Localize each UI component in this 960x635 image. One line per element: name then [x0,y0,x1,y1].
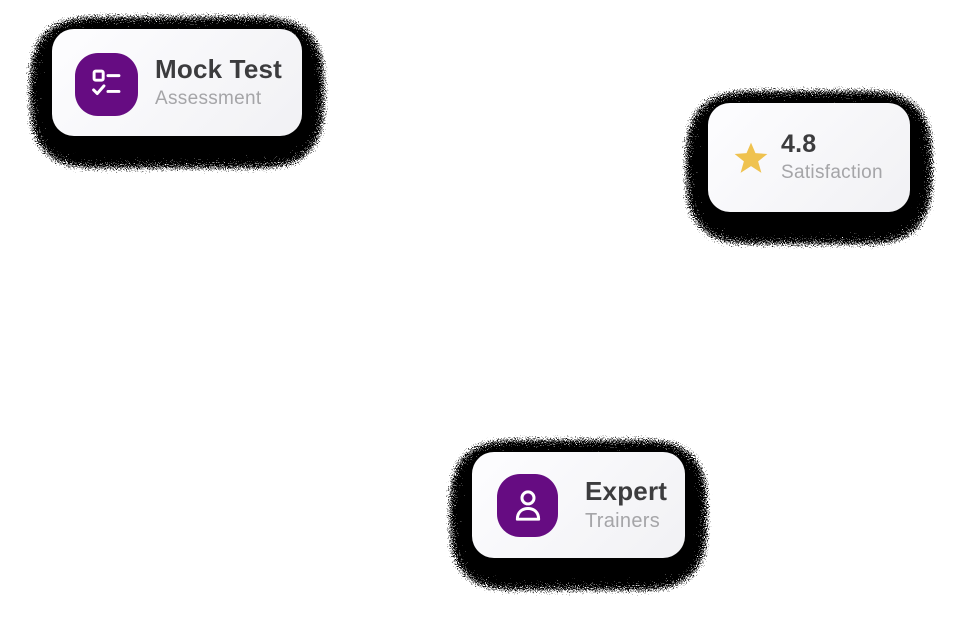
badge-title: Mock Test [155,53,283,84]
checklist-icon [91,69,120,96]
expert-text: Expert Trainers [585,477,667,534]
mock-test-card: Mock Test Assessment [52,29,302,136]
user-icon-tile [497,473,558,537]
satisfaction-text: 4.8 Satisfaction [781,129,883,184]
badge-title: Expert [585,475,668,506]
badge-subtitle: Satisfaction [781,162,883,184]
mock-test-text: Mock Test Assessment [155,55,282,110]
star-icon [734,142,768,173]
badge-title: 4.8 [781,129,817,158]
badge-subtitle: Trainers [585,510,661,533]
badge-subtitle: Assessment [155,88,262,110]
badge-satisfaction: 4.8 Satisfaction [628,23,960,292]
checklist-icon-tile [75,52,138,116]
satisfaction-card: 4.8 Satisfaction [708,103,910,212]
star-icon-tile [731,138,771,178]
user-icon [515,490,540,521]
expert-card: Expert Trainers [472,452,685,558]
badge-expert-trainers: Expert Trainers [392,372,765,635]
badge-mock-test: Mock Test Assessment [0,0,382,216]
